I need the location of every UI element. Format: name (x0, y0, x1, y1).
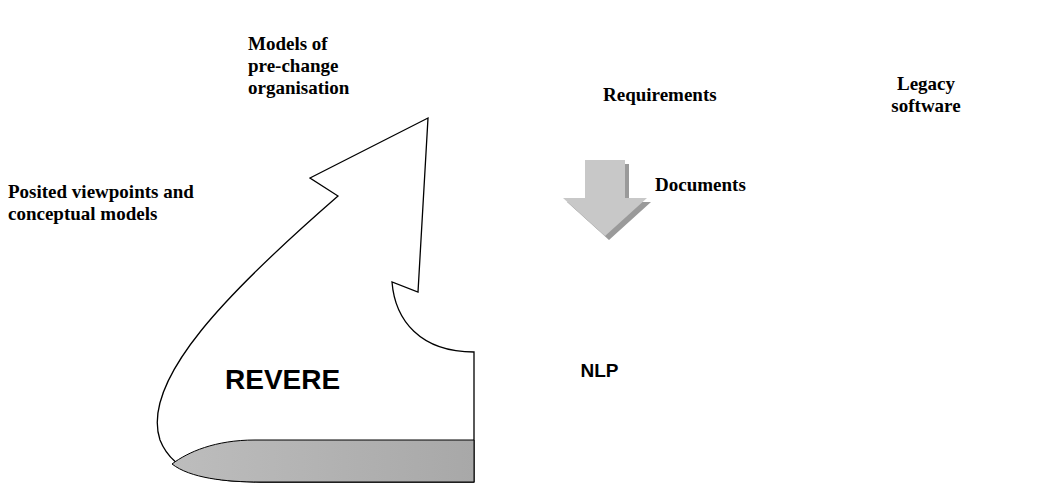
legacy-flowchart (1013, 119, 1044, 136)
model-diagram (535, 182, 536, 192)
hollow-arrow (157, 118, 474, 482)
cloud-heading: Models of pre-change organisation (248, 33, 348, 99)
legacy-flowchart (1013, 158, 1044, 175)
requirements-label: Requirements (603, 84, 743, 106)
organisation-cloud: Models of pre-change organisation (305, 0, 937, 250)
book-icon (576, 264, 642, 338)
meeting-clipart (447, 86, 465, 104)
legacy-flowchart (880, 119, 1044, 175)
requirements-arrow (589, 64, 786, 134)
legacy-flowchart (927, 119, 957, 136)
circle-outline (472, 232, 727, 487)
meeting-clipart (440, 102, 474, 150)
documents-arrow (563, 160, 651, 240)
clipboard-icon (510, 261, 556, 326)
meeting-clipart (464, 118, 504, 152)
model-diagram (511, 192, 559, 193)
block-arrow (563, 160, 647, 236)
meeting-clipart (478, 54, 512, 92)
arrow-underside (172, 440, 474, 482)
requirements-arrow (585, 60, 786, 134)
model-diagram (503, 204, 519, 217)
revere-arrow (157, 118, 474, 482)
cloud-shadow (320, 10, 938, 254)
model-diagram (519, 166, 527, 167)
meeting-clipart (412, 106, 450, 150)
model-diagram (527, 160, 543, 172)
edge-label: REVERE (225, 364, 340, 396)
cloud-outline (316, 6, 934, 250)
model-diagram (551, 204, 567, 217)
meeting-clipart (410, 25, 521, 152)
model-diagram (511, 192, 512, 204)
book-icon (578, 264, 640, 330)
meeting-clipart (503, 59, 520, 81)
meeting-clipart (421, 91, 439, 109)
legacy-flowchart (942, 136, 1012, 166)
book-icon (596, 282, 624, 312)
cloud-outline (316, 6, 938, 254)
requirements-arrow (585, 60, 782, 130)
nlp-text: NLP (510, 360, 690, 382)
book-icon (576, 318, 642, 338)
posited-label: Posited viewpoints and conceptual models (8, 181, 258, 225)
clipboard-icon (524, 252, 542, 266)
legacy-flowchart (910, 126, 926, 127)
meeting-clipart (474, 100, 494, 120)
meeting-clipart (410, 25, 490, 61)
circle-outline (473, 233, 726, 486)
cloud-outline (305, 0, 937, 250)
model-diagram (531, 172, 539, 182)
clipboard-icon (510, 250, 556, 325)
legacy-flowchart (957, 126, 1012, 127)
meeting-clipart (485, 29, 503, 47)
meeting-clipart (489, 35, 501, 49)
model-diagram (503, 160, 519, 172)
model-diagram (559, 192, 560, 204)
legacy-flowchart (880, 119, 910, 136)
edge-label: Documents (655, 174, 746, 196)
meeting-clipart (474, 92, 516, 140)
nlp-circle: NLP (472, 232, 727, 487)
legacy-label: Legacy software (878, 73, 974, 117)
clipboard-icon (529, 250, 537, 258)
model-diagram (503, 160, 567, 217)
